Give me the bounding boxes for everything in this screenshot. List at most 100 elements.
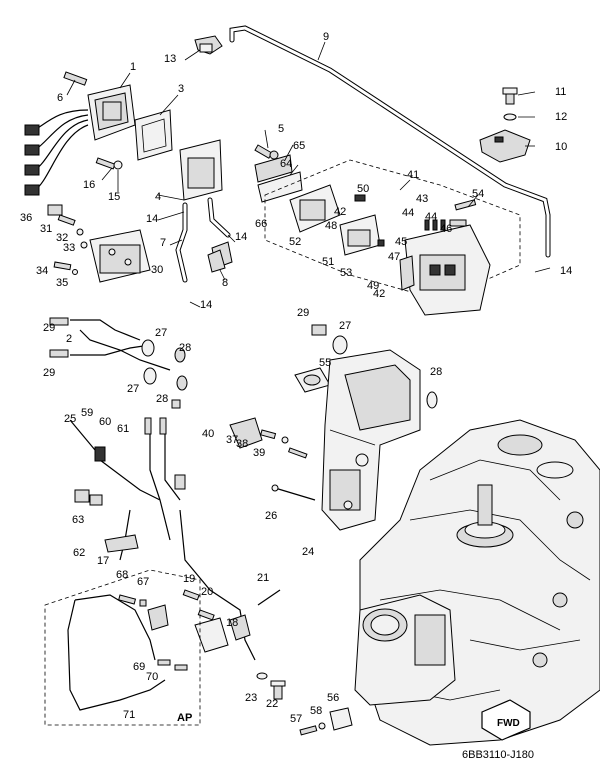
breather-hose [229,25,551,258]
callout-17: 17 [97,555,109,567]
battery-cable [179,509,281,661]
callout-32: 32 [56,232,68,244]
callout-47: 47 [388,251,400,263]
callout-11: 11 [555,86,566,98]
callout-25: 25 [64,413,76,425]
direction-label: FWD [497,718,520,729]
callout-69: 69 [133,661,145,673]
callout-33: 33 [63,242,75,254]
callout-28: 28 [179,342,191,354]
callout-35: 35 [56,277,68,289]
callout-42: 42 [373,288,385,300]
callout-20: 20 [201,586,213,598]
callout-29: 29 [43,322,55,334]
variant-tag: AP [177,712,192,724]
callout-49: 49 [367,280,379,292]
gasket [134,109,173,161]
callout-21: 21 [257,572,269,584]
callout-60: 60 [99,416,111,428]
callout-7: 7 [160,237,166,249]
callout-70: 70 [146,671,158,683]
callout-30: 30 [151,264,163,276]
diagram-code: 6BB3110-J180 [462,749,534,761]
ecu-group [264,159,521,316]
hose-clip [194,35,223,55]
control-module [175,139,233,283]
callout-29: 29 [43,367,55,379]
bracket-55 [294,367,331,393]
callout-28: 28 [430,366,442,378]
callout-27: 27 [127,383,139,395]
callout-68: 68 [116,569,128,581]
callout-18: 18 [226,617,238,629]
callout-62: 62 [73,547,85,559]
callout-15: 15 [108,191,120,203]
callout-42: 42 [334,206,346,218]
plug-8 [207,249,226,273]
bracket-assembly [479,87,531,163]
electrical-bracket [321,349,438,531]
callout-67: 67 [137,576,149,588]
harness-left [49,317,188,391]
callout-39: 39 [253,447,265,459]
callout-41: 41 [407,169,419,181]
callout-labels: 1234567891011121314141414151617181920212… [20,31,572,725]
callout-3: 3 [178,83,184,95]
callout-37: 37 [226,434,238,446]
callout-56: 56 [327,692,339,704]
ignition-coil [24,84,136,196]
callout-48: 48 [325,220,337,232]
callout-53: 53 [340,267,352,279]
callout-26: 26 [265,510,277,522]
callout-13: 13 [164,53,176,65]
callout-55: 55 [319,357,331,369]
callout-27: 27 [339,320,351,332]
callout-46: 46 [440,223,452,235]
callout-29: 29 [297,307,309,319]
callout-50: 50 [357,183,369,195]
callout-19: 19 [183,573,195,585]
callout-40: 40 [202,428,214,440]
callout-43: 43 [416,193,428,205]
forward-arrow [481,699,531,741]
callout-31: 31 [40,223,52,235]
callout-10: 10 [555,141,567,153]
callout-2: 2 [66,333,72,345]
callout-61: 61 [117,423,129,435]
callout-14: 14 [235,231,247,243]
throttle-body [354,594,456,706]
callout-66: 66 [255,218,267,230]
callout-14: 14 [146,213,158,225]
main-harness [69,399,186,561]
callout-71: 71 [123,709,135,721]
callout-45: 45 [395,236,407,248]
bolts-left [63,71,123,170]
callout-1: 1 [130,61,136,73]
callout-64: 64 [280,158,292,170]
callout-63: 63 [72,514,84,526]
callout-9: 9 [323,31,329,43]
callout-14: 14 [200,299,212,311]
ap-box [44,569,201,726]
callout-65: 65 [293,140,305,152]
callout-57: 57 [290,713,302,725]
insulator-plates [254,154,303,203]
callout-8: 8 [222,277,228,289]
callout-52: 52 [289,236,301,248]
cable-tie-26 [271,484,316,501]
bolt-57 [299,707,353,736]
callout-23: 23 [245,692,257,704]
grommets-right [311,324,348,355]
leader-lines [66,41,551,308]
callout-4: 4 [155,191,161,203]
callout-6: 6 [57,92,63,104]
callout-14: 14 [560,265,572,277]
bolt-54 [454,199,477,211]
bolt-22 [256,672,286,700]
callout-5: 5 [278,123,284,135]
callout-24: 24 [302,546,314,558]
callout-38: 38 [236,438,248,450]
callout-51: 51 [322,256,334,268]
